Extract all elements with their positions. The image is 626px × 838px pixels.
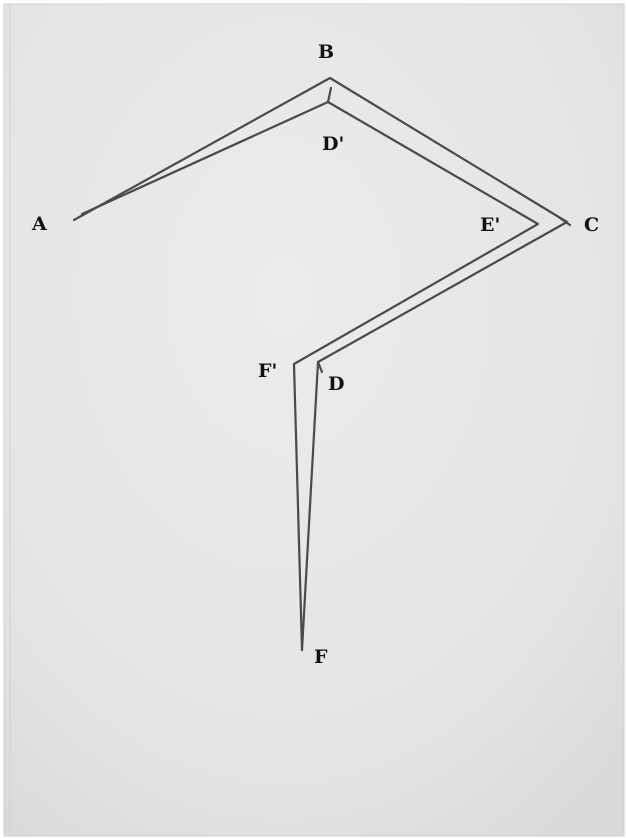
label-D-prime: D' xyxy=(322,133,344,155)
label-F-prime: F' xyxy=(258,360,277,382)
label-A: A xyxy=(31,213,47,235)
inner-path-A-Dprime-Eprime-Fprime-F xyxy=(80,100,540,652)
hook-near-D xyxy=(316,360,324,374)
label-C: C xyxy=(584,214,599,236)
label-F: F xyxy=(314,646,328,668)
hook-near-C xyxy=(558,216,572,227)
label-D: D xyxy=(328,373,344,395)
hook-near-Dprime xyxy=(326,86,333,104)
label-E-prime: E' xyxy=(480,214,500,236)
label-B: B xyxy=(318,41,334,63)
